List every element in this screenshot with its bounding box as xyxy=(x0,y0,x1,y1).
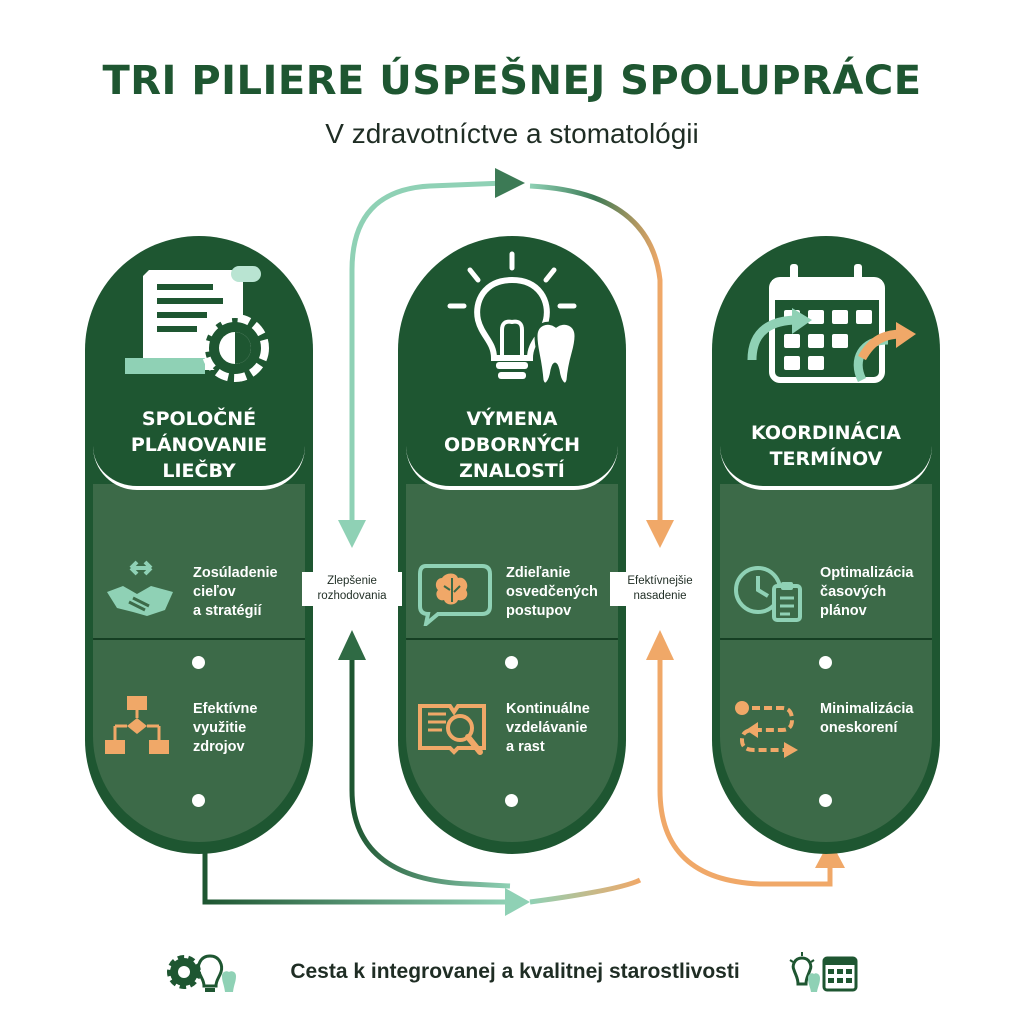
pillar-item: Kontinuálne vzdelávanie a rast xyxy=(416,682,618,782)
footer: Cesta k integrovanej a kvalitnej starost… xyxy=(0,950,1024,994)
pillar-dot xyxy=(192,794,205,807)
pillar-header-divider xyxy=(406,446,618,490)
pillar-item: Zosúladenie cieľov a stratégií xyxy=(103,546,305,646)
arrowhead-up-right xyxy=(646,630,674,660)
pillar-dot xyxy=(505,656,518,669)
page-title: TRI PILIERE ÚSPEŠNEJ SPOLUPRÁCE xyxy=(102,58,922,104)
pillar-dot xyxy=(819,656,832,669)
document-gear-icon xyxy=(125,266,269,382)
route-arrows-icon xyxy=(735,701,798,758)
arrowhead-bottom-mid xyxy=(505,888,530,916)
connector-label-deployment: Efektívnejšie nasadenie xyxy=(610,572,710,606)
pillar-title: KOORDINÁCIA TERMÍNOV xyxy=(751,422,901,470)
brain-speech-icon xyxy=(418,564,492,626)
pillar-separator xyxy=(93,638,305,662)
pillar-treatment-planning: SPOLOČNÉ PLÁNOVANIE LIEČBY Zosúladenie c… xyxy=(85,236,313,854)
pillar-separator xyxy=(720,638,932,662)
arrowhead-down-left xyxy=(338,520,366,548)
pillar-header-divider xyxy=(93,446,305,490)
gear-lightbulb-icon xyxy=(167,954,236,992)
lightbulb-tooth-icon xyxy=(447,251,578,386)
arrow-bottom-left xyxy=(202,840,510,905)
calendar-arrows-icon xyxy=(747,264,916,383)
pillar-dot xyxy=(819,794,832,807)
arrowhead-up-left xyxy=(338,630,366,660)
pillar-appointment-coordination: KOORDINÁCIA TERMÍNOV Optimalizácia časov… xyxy=(712,236,940,854)
pillar-item: Zdieľanie osvedčených postupov xyxy=(416,546,618,646)
pillar-knowledge-exchange: VÝMENA ODBORNÝCH ZNALOSTÍ Zdieľanie osve… xyxy=(398,236,626,854)
lightbulb-calendar-icon xyxy=(789,952,858,992)
footer-text: Cesta k integrovanej a kvalitnej starost… xyxy=(290,960,740,983)
pillar-dot xyxy=(505,794,518,807)
arrowhead-down-right xyxy=(646,520,674,548)
flowchart-icon xyxy=(105,696,169,754)
pillar-item: Optimalizácia časových plánov xyxy=(730,546,932,646)
handshake-icon xyxy=(107,560,173,616)
pillar-title: VÝMENA ODBORNÝCH ZNALOSTÍ xyxy=(443,408,580,482)
clock-clipboard-icon xyxy=(734,566,802,622)
page-subtitle: V zdravotníctve a stomatológii xyxy=(325,118,699,149)
pillar-dot xyxy=(192,656,205,669)
book-magnifier-icon xyxy=(418,704,486,755)
pillar-title: SPOLOČNÉ PLÁNOVANIE LIEČBY xyxy=(130,408,268,482)
pillar-item: Efektívne využitie zdrojov xyxy=(103,682,305,782)
arrow-bottom-mid xyxy=(529,877,642,905)
pillar-header-divider xyxy=(720,446,932,490)
connector-label-decision: Zlepšenie rozhodovania xyxy=(302,572,402,606)
pillar-item: Minimalizácia oneskorení xyxy=(730,682,932,782)
pillar-separator xyxy=(406,638,618,662)
arrowhead-top xyxy=(495,168,525,198)
